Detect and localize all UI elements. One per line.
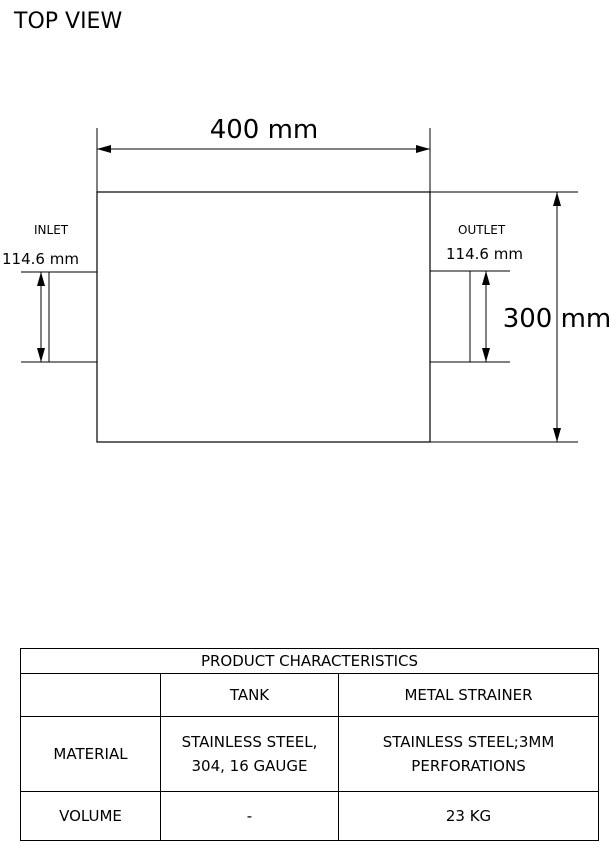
- cell-line: PERFORATIONS: [411, 757, 526, 775]
- outlet-label: OUTLET: [458, 223, 506, 237]
- cell-line: STAINLESS STEEL;3MM: [382, 733, 555, 751]
- table-cell: STAINLESS STEEL, 304, 16 GAUGE: [160, 716, 339, 792]
- cell-line: 304, 16 GAUGE: [191, 757, 308, 775]
- row-label: VOLUME: [20, 791, 161, 841]
- column-header: TANK: [160, 673, 339, 717]
- table-row: VOLUME - 23 KG: [20, 791, 600, 841]
- product-characteristics-table: PRODUCT CHARACTERISTICS TANK METAL STRAI…: [19, 648, 600, 841]
- width-label: 400 mm: [210, 115, 319, 145]
- inlet-dimension: INLET 114.6 mm: [2, 223, 97, 363]
- column-header: [20, 673, 161, 717]
- row-label: MATERIAL: [20, 716, 161, 792]
- outlet-size-label: 114.6 mm: [446, 245, 523, 263]
- column-header: METAL STRAINER: [337, 673, 600, 717]
- table-cell: STAINLESS STEEL;3MM PERFORATIONS: [337, 716, 600, 792]
- height-label: 300 mm: [503, 304, 609, 334]
- table-cell: 23 KG: [337, 791, 600, 841]
- inlet-label: INLET: [34, 223, 69, 237]
- cell-line: STAINLESS STEEL,: [181, 733, 318, 751]
- view-title: TOP VIEW: [13, 9, 122, 34]
- table-row: MATERIAL STAINLESS STEEL, 304, 16 GAUGE …: [20, 716, 600, 792]
- height-dimension: 300 mm: [430, 191, 609, 443]
- inlet-size-label: 114.6 mm: [2, 250, 79, 268]
- table-cell: -: [160, 791, 339, 841]
- width-dimension: 400 mm: [96, 115, 431, 192]
- tank-outline: [96, 191, 431, 443]
- outlet-dimension: OUTLET 114.6 mm: [430, 223, 523, 363]
- table-header-row: TANK METAL STRAINER: [20, 673, 600, 717]
- table-title: PRODUCT CHARACTERISTICS: [19, 648, 600, 674]
